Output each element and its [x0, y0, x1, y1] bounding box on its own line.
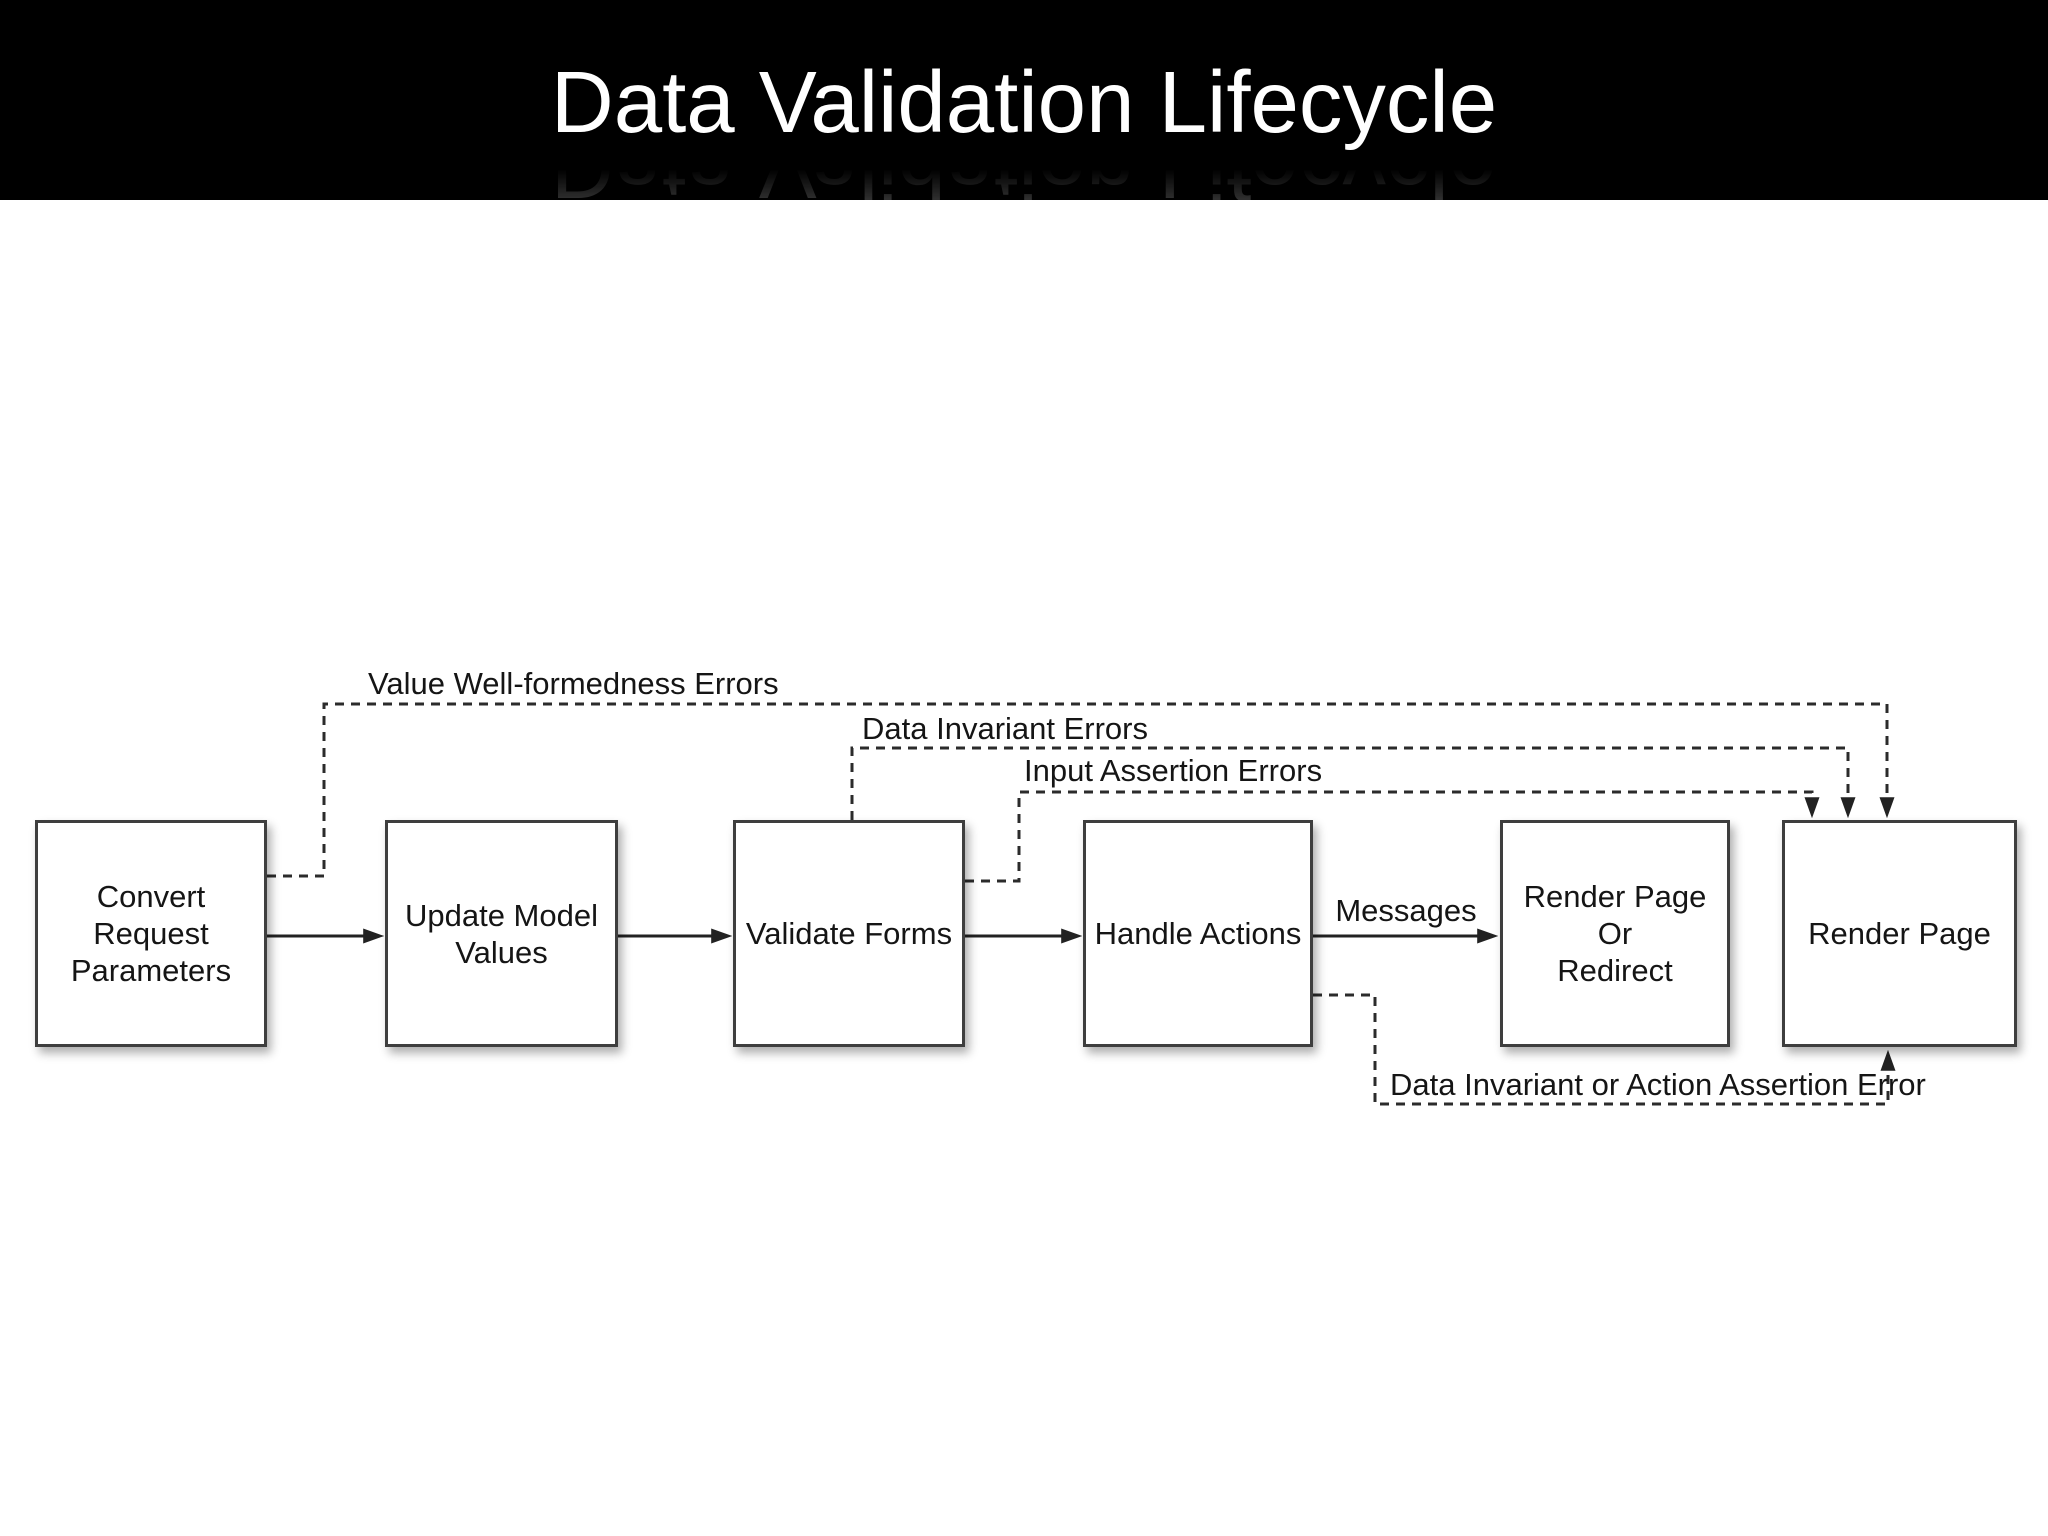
slide-title: Data Validation Lifecycle — [550, 54, 1498, 151]
error-path-input-assertion — [965, 790, 1820, 883]
node-label-line: Render Page — [1808, 916, 1991, 951]
node-label-line: Update Model — [404, 897, 598, 933]
node-label-line: Handle Actions — [1094, 916, 1302, 951]
node-label-line: Render Page Or — [1523, 879, 1707, 951]
node-update-model-values: Update Model Values — [385, 820, 618, 1047]
label-input-assertion-errors: Input Assertion Errors — [1024, 753, 1323, 788]
label-data-invariant-or-action-assertion-error: Data Invariant or Action Assertion Error — [1390, 1067, 1926, 1102]
error-path-data-invariant — [850, 746, 1856, 820]
node-handle-actions: Handle Actions — [1083, 820, 1313, 1047]
node-label-line: Parameters — [70, 953, 232, 988]
flow-diagram: Convert Request Parameters Update Model … — [0, 200, 2048, 1536]
connector-lines — [267, 702, 1896, 1106]
node-render-page-or-redirect: Render Page Or Redirect — [1500, 820, 1730, 1047]
node-label-line: Values — [455, 934, 548, 970]
node-render-page: Render Page — [1782, 820, 2017, 1047]
node-label-line: Redirect — [1557, 953, 1673, 988]
label-messages: Messages — [1335, 893, 1477, 928]
slide-header: Data Validation Lifecycle Data Validatio… — [0, 0, 2048, 200]
error-path-value-wellformedness — [267, 702, 1895, 878]
label-data-invariant-errors: Data Invariant Errors — [862, 711, 1148, 746]
node-label-line: Validate Forms — [745, 916, 953, 951]
node-validate-forms: Validate Forms — [733, 820, 965, 1047]
node-label-line: Convert Request — [93, 879, 209, 951]
slide-title-reflection: Data Validation Lifecycle — [550, 119, 1498, 200]
node-convert-request-parameters: Convert Request Parameters — [35, 820, 267, 1047]
label-value-wellformedness-errors: Value Well-formedness Errors — [368, 666, 779, 701]
